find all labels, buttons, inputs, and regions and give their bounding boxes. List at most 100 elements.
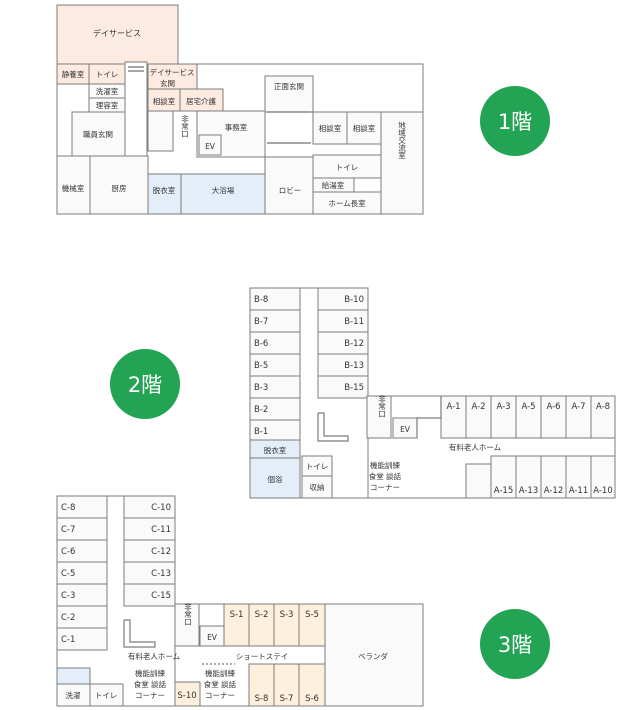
f2-room-b-15[interactable] <box>317 375 369 399</box>
f2-room-a-10[interactable] <box>590 455 616 499</box>
f2-room-b-7-label: B-7 <box>254 317 268 327</box>
f1-home-director[interactable] <box>312 191 382 215</box>
f2-room-a-1[interactable] <box>440 395 467 439</box>
f3-training-label-1b: 機能訓練 <box>205 668 235 678</box>
floor-3-badge[interactable] <box>480 609 550 679</box>
f1-ds-entrance-label-2: 玄関 <box>160 78 175 88</box>
f2-training-label-1: 機能訓練 <box>370 460 400 470</box>
f1-consult-label: 相談室 <box>153 96 176 106</box>
f1-consult-b-label: 相談室 <box>353 123 376 133</box>
f2-room-a-5-label: A-5 <box>521 402 535 412</box>
f2-pillar-room <box>465 463 492 499</box>
f3-nursing-home-label: 有料老人ホーム <box>128 651 180 661</box>
f3-room-c-1-label: C-1 <box>61 635 75 645</box>
f2-room-a-1-label: A-1 <box>446 402 460 412</box>
f2-room-a-12-label: A-12 <box>544 486 564 496</box>
f2-room-b-6-label: B-6 <box>254 339 268 349</box>
floor-2-badge[interactable] <box>110 349 180 419</box>
f3-room-c-1[interactable] <box>56 627 108 651</box>
f3-room-c-15[interactable] <box>123 583 176 607</box>
f3-training-label-3a: コーナー <box>135 691 165 700</box>
f3-training-label-1a: 機能訓練 <box>135 668 165 678</box>
f3-blue-block <box>56 667 91 685</box>
f2-ev-label: EV <box>400 425 411 434</box>
f1-consult-b[interactable] <box>346 111 382 145</box>
f2-wall-line <box>416 396 442 438</box>
f2-room-a-6[interactable] <box>540 395 567 439</box>
f1-community[interactable] <box>380 111 424 215</box>
f2-emergency-exit[interactable] <box>366 395 392 439</box>
f2-room-a-8-label: A-8 <box>596 402 610 412</box>
f1-day-service[interactable] <box>56 4 179 65</box>
f2-training-label-2: 食堂 談話 <box>369 471 402 481</box>
f3-training-label-2b: 食堂 談話 <box>204 679 237 689</box>
f1-home-care-label: 居宅介護 <box>186 96 216 106</box>
f3-room-s-8[interactable] <box>248 663 275 707</box>
f2-room-b-11-label: B-11 <box>344 317 364 327</box>
f1-staff-entrance[interactable] <box>71 111 126 157</box>
f2-room-a-13[interactable] <box>515 455 542 499</box>
f2-room-b-13-label: B-13 <box>344 361 364 371</box>
f3-room-s10[interactable] <box>174 681 201 707</box>
f1-lobby-label: ロビー <box>279 186 302 195</box>
f2-room-a-7-label: A-7 <box>571 402 585 412</box>
f3-ev-label: EV <box>207 633 218 642</box>
floor-3-plan: C-8C-7C-6C-5C-3C-2C-1 C-10C-11C-12C-13C-… <box>56 495 424 707</box>
f3-room-c-10-label: C-10 <box>151 503 171 513</box>
f1-front-entrance[interactable] <box>264 75 314 113</box>
f2-changing-label: 脱衣室 <box>264 445 287 455</box>
f3-room-c-3-label: C-3 <box>61 591 75 601</box>
f2-room-a-11[interactable] <box>565 455 592 499</box>
f3-room-c-8-label: C-8 <box>61 503 75 513</box>
f1-home-director-label: ホーム長室 <box>328 198 366 208</box>
f2-room-b-5-label: B-5 <box>254 361 268 371</box>
f3-room-c-12-label: C-12 <box>151 547 171 557</box>
f3-short-stay-label: ショートステイ <box>236 652 289 661</box>
f2-room-a-13-label: A-13 <box>519 486 539 496</box>
f2-room-b-15-label: B-15 <box>344 383 364 393</box>
f2-room-a-2[interactable] <box>465 395 492 439</box>
f2-room-a-15[interactable] <box>490 455 517 499</box>
f3-ev[interactable] <box>199 625 225 647</box>
f2-room-a-10-label: A-10 <box>593 486 613 496</box>
f3-veranda-label: ベランダ <box>358 651 388 661</box>
f2-room-a-8[interactable] <box>590 395 616 439</box>
f1-ev[interactable] <box>198 134 222 156</box>
f2-room-a-3[interactable] <box>490 395 517 439</box>
f2-individual-bath[interactable] <box>249 457 301 499</box>
f3-toilet[interactable] <box>89 683 124 707</box>
f2-storage[interactable] <box>301 475 333 499</box>
f3-room-c-11-label: C-11 <box>151 525 171 535</box>
f2-individual-bath-label: 個浴 <box>268 474 283 484</box>
f1-lobby[interactable] <box>264 156 316 215</box>
f1-ds-entrance[interactable] <box>147 63 198 90</box>
f2-room-a-5[interactable] <box>515 395 542 439</box>
f2-room-a-11-label: A-11 <box>569 486 589 496</box>
f1-staff-entrance-label: 職員玄関 <box>83 129 113 139</box>
f2-storage-label: 収納 <box>310 482 325 492</box>
floor-3-label: 3階 <box>498 633 532 657</box>
f3-room-s-3[interactable] <box>273 603 300 647</box>
f3-emergency-exit[interactable] <box>174 603 200 647</box>
f2-room-a-3-label: A-3 <box>496 402 510 412</box>
f1-community-label: 地域交流室 <box>397 120 406 159</box>
f2-room-a-12[interactable] <box>540 455 567 499</box>
f1-machine[interactable] <box>56 155 91 215</box>
f1-ds-entrance-label-1: デイサービス <box>150 67 195 77</box>
f3-room-s-7[interactable] <box>273 663 300 707</box>
floor-1-badge[interactable] <box>480 86 550 156</box>
f2-room-b-3-label: B-3 <box>254 383 268 393</box>
f1-bath-label: 大浴場 <box>212 185 235 195</box>
f1-kitchen[interactable] <box>89 155 149 215</box>
f3-training-label-2a: 食堂 談話 <box>134 679 167 689</box>
f3-room-s-8-label: S-8 <box>255 694 269 704</box>
f1-emergency-exit[interactable] <box>147 110 174 152</box>
f3-veranda[interactable] <box>324 603 424 707</box>
f2-emergency-label: 非常口 <box>377 393 386 417</box>
f3-laundry-label: 洗濯 <box>66 690 81 700</box>
f1-consult-a-label: 相談室 <box>319 123 342 133</box>
f3-room-s-6[interactable] <box>298 663 326 707</box>
f2-room-a-6-label: A-6 <box>546 402 560 412</box>
